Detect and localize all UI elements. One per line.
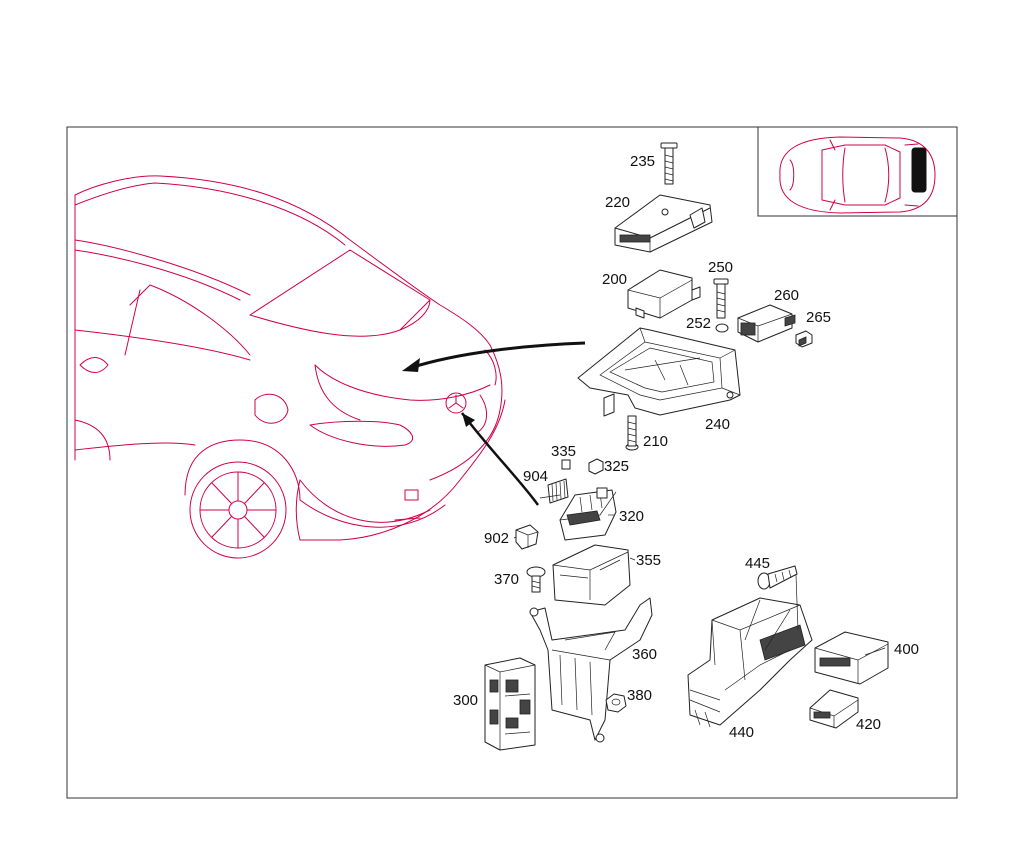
screw-210 [625, 415, 639, 451]
callout-210: 210 [643, 433, 668, 450]
callout-904: 904 [523, 468, 548, 485]
callout-355: 355 [636, 552, 661, 569]
control-unit-220 [614, 194, 713, 253]
callout-440: 440 [729, 724, 754, 741]
cover-355 [552, 544, 631, 606]
callout-380: 380 [627, 687, 652, 704]
callout-320: 320 [619, 508, 644, 525]
callout-240: 240 [705, 416, 730, 433]
callout-252: 252 [686, 315, 711, 332]
location-arrows [402, 341, 586, 506]
carrier-440 [687, 597, 813, 728]
vehicle-outline [74, 175, 506, 559]
module-400 [814, 631, 889, 685]
locator-inset [757, 126, 958, 217]
nut-380 [605, 693, 627, 713]
callout-labels: 235 220 200 250 260 252 265 240 210 335 … [453, 153, 919, 741]
diagram-frame [66, 126, 958, 799]
callout-902: 902 [484, 530, 509, 547]
callout-360: 360 [632, 646, 657, 663]
callout-400: 400 [894, 641, 919, 658]
bracket-360 [529, 597, 653, 743]
callout-370: 370 [494, 571, 519, 588]
connector-265 [795, 330, 813, 348]
fuse-strip-904 [547, 478, 569, 504]
callout-325: 325 [604, 458, 629, 475]
carrier-frame-240 [577, 327, 741, 417]
callout-220: 220 [605, 194, 630, 211]
washer-252 [715, 323, 729, 333]
callout-200: 200 [602, 271, 627, 288]
callout-445: 445 [745, 555, 770, 572]
clip-902 [515, 524, 539, 550]
unit-260 [737, 304, 796, 343]
callout-235: 235 [630, 153, 655, 170]
leader-lines [513, 494, 799, 631]
module-200 [627, 269, 701, 319]
callout-300: 300 [453, 692, 478, 709]
module-420 [809, 689, 859, 729]
fuse-box-320 [559, 487, 617, 541]
callout-265: 265 [806, 309, 831, 326]
callout-250: 250 [708, 259, 733, 276]
callout-260: 260 [774, 287, 799, 304]
callout-420: 420 [856, 716, 881, 733]
relay-325 [588, 458, 604, 475]
bolt-250 [713, 278, 729, 319]
screw-370 [526, 566, 546, 593]
bolt-235 [660, 142, 678, 185]
sam-module-300 [484, 657, 536, 751]
fuse-335 [561, 459, 571, 470]
callout-335: 335 [551, 443, 576, 460]
bolt-445 [757, 565, 798, 590]
